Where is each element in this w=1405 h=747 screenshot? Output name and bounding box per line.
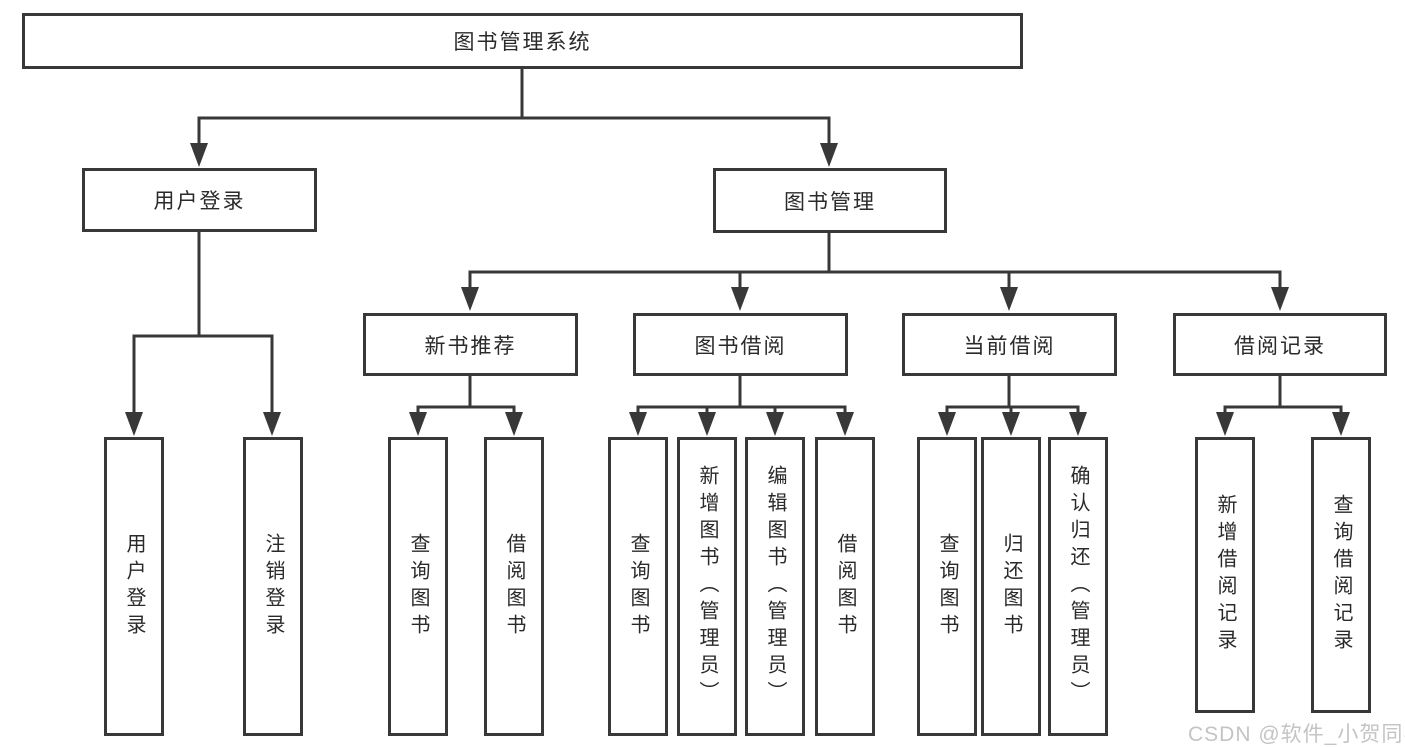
leaf-query-books-borrow-label: 查询图书 [627, 532, 649, 641]
leaf-query-books-recommend: 查询图书 [388, 437, 448, 736]
leaf-query-books-recommend-label: 查询图书 [407, 532, 429, 641]
leaf-borrow-books-recommend-label: 借阅图书 [503, 532, 525, 641]
node-book-management-label: 图书管理 [784, 190, 876, 214]
leaf-borrow-books-recommend: 借阅图书 [484, 437, 544, 736]
node-current-borrow: 当前借阅 [902, 313, 1117, 376]
node-borrow-records: 借阅记录 [1173, 313, 1387, 376]
node-book-borrow-label: 图书借阅 [694, 334, 787, 358]
leaf-logout-label: 注销登录 [262, 532, 284, 641]
leaf-user-login-label: 用户登录 [123, 532, 145, 641]
arrowheads [125, 143, 1350, 436]
leaf-query-books-current-label: 查询图书 [936, 532, 958, 641]
leaf-edit-book-admin-label: 编辑图书（管理员） [764, 465, 786, 708]
leaf-edit-book-admin: 编辑图书（管理员） [745, 437, 805, 736]
leaf-query-books-borrow: 查询图书 [608, 437, 668, 736]
leaf-query-borrow-record-label: 查询借阅记录 [1330, 494, 1352, 656]
watermark: CSDN @软件_小贺同学 [1188, 723, 1405, 746]
node-root-label: 图书管理系统 [453, 31, 592, 54]
node-root: 图书管理系统 [22, 13, 1023, 69]
leaf-confirm-return-admin: 确认归还（管理员） [1048, 437, 1108, 736]
leaf-borrow-books-2-label: 借阅图书 [834, 532, 856, 641]
leaf-add-book-admin: 新增图书（管理员） [677, 437, 737, 736]
node-new-book-recommend: 新书推荐 [363, 313, 578, 376]
node-current-borrow-label: 当前借阅 [963, 334, 1056, 358]
leaf-logout: 注销登录 [243, 437, 303, 736]
node-user-login-label: 用户登录 [153, 190, 246, 213]
leaf-user-login: 用户登录 [104, 437, 164, 736]
node-new-book-recommend-label: 新书推荐 [424, 334, 517, 358]
leaf-borrow-books-2: 借阅图书 [815, 437, 875, 736]
node-book-borrow: 图书借阅 [633, 313, 848, 376]
leaf-add-book-admin-label: 新增图书（管理员） [696, 465, 718, 708]
node-borrow-records-label: 借阅记录 [1234, 334, 1326, 358]
leaf-return-book-label: 归还图书 [1000, 532, 1022, 641]
node-user-login: 用户登录 [82, 168, 317, 232]
leaf-confirm-return-admin-label: 确认归还（管理员） [1067, 465, 1089, 708]
leaf-add-borrow-record-label: 新增借阅记录 [1214, 494, 1236, 656]
leaf-add-borrow-record: 新增借阅记录 [1195, 437, 1255, 713]
leaf-return-book: 归还图书 [981, 437, 1041, 736]
node-book-management: 图书管理 [713, 168, 947, 233]
leaf-query-books-current: 查询图书 [917, 437, 977, 736]
leaf-query-borrow-record: 查询借阅记录 [1311, 437, 1371, 713]
